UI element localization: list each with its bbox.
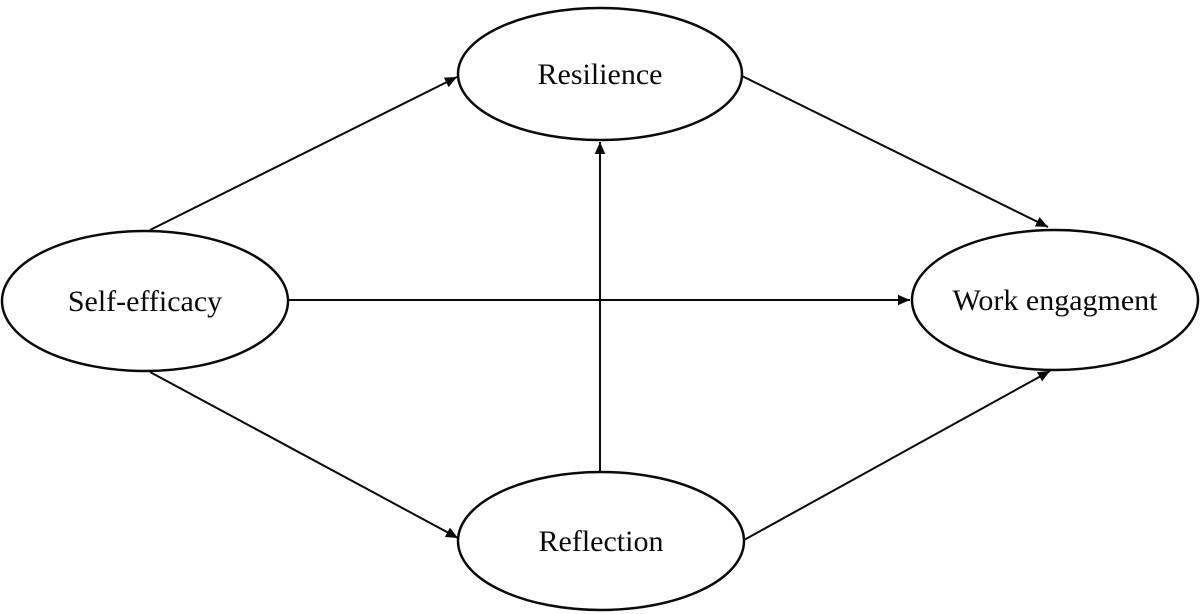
node-group: Resilience Self-efficacy Work engagment … bbox=[0, 6, 1200, 612]
edge-self-efficacy-to-reflection bbox=[149, 371, 459, 539]
node-reflection: Reflection bbox=[456, 470, 746, 612]
node-label-work-engagment: Work engagment bbox=[952, 284, 1158, 317]
node-label-self-efficacy: Self-efficacy bbox=[68, 285, 222, 318]
edge-resilience-to-work-engagment bbox=[741, 75, 1049, 228]
edge-self-efficacy-to-resilience bbox=[149, 76, 458, 231]
node-ellipse-self-efficacy bbox=[0, 229, 290, 373]
edge-reflection-to-work-engagment bbox=[743, 370, 1051, 541]
node-resilience: Resilience bbox=[456, 6, 744, 142]
node-ellipse-work-engagment bbox=[910, 228, 1200, 372]
edge-group bbox=[149, 75, 1051, 541]
node-self-efficacy: Self-efficacy bbox=[0, 229, 290, 373]
node-label-resilience: Resilience bbox=[538, 58, 663, 91]
node-ellipse-resilience bbox=[456, 6, 744, 142]
node-label-reflection: Reflection bbox=[539, 525, 664, 558]
node-ellipse-reflection bbox=[456, 470, 746, 612]
node-work-engagment: Work engagment bbox=[910, 228, 1200, 372]
